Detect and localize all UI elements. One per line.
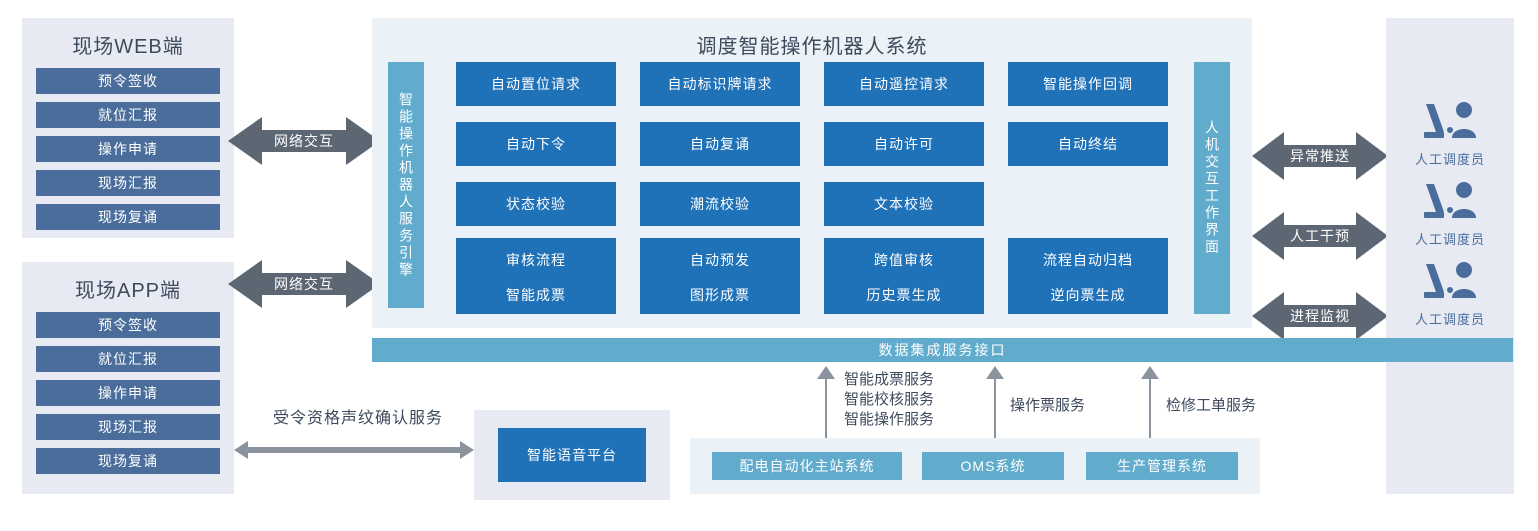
service-label-smart-ticket: 智能成票服务 智能校核服务 智能操作服务 (844, 371, 935, 428)
capability-cell[interactable]: 流程自动归档 (1008, 238, 1168, 282)
web-item-0[interactable]: 预令签收 (36, 68, 220, 94)
operator-label: 人工调度员 (1414, 152, 1485, 167)
robot-system-title: 调度智能操作机器人系统 (696, 36, 928, 58)
data-integration-interface-bar: 数据集成服务接口 (372, 338, 1513, 362)
app-item-4[interactable]: 现场复诵 (36, 448, 220, 474)
web-item-4[interactable]: 现场复诵 (36, 204, 220, 230)
operator-at-desk-icon (1424, 262, 1476, 298)
panel-field-app: 现场APP端 预令签收 就位汇报 操作申请 现场汇报 现场复诵 (22, 262, 234, 494)
arrow-voice-confirmation (234, 440, 474, 465)
operator-0: 人工调度员 (1386, 100, 1514, 168)
capability-cell[interactable]: 自动下令 (456, 122, 616, 166)
panel-robot-system: 调度智能操作机器人系统 智能操作机器人服务引擎 人机交互工作界面 自动置位请求 … (372, 18, 1252, 328)
arrow-smart-ticket-services (816, 366, 836, 469)
panel-field-web: 现场WEB端 预令签收 就位汇报 操作申请 现场汇报 现场复诵 (22, 18, 234, 238)
arrow-operation-ticket-service (985, 366, 1005, 469)
panel-operators (1386, 18, 1514, 494)
capability-cell[interactable]: 智能操作回调 (1008, 62, 1168, 106)
vertical-double-arrow-icon (1141, 366, 1159, 464)
external-system-2[interactable]: 生产管理系统 (1086, 452, 1238, 480)
capability-cell[interactable]: 潮流校验 (640, 182, 800, 226)
arrow-manual-intervention: 人工干预 (1252, 208, 1388, 264)
capability-cell[interactable]: 自动终结 (1008, 122, 1168, 166)
arrow-network-interaction-app: 网络交互 (228, 256, 380, 312)
panel-field-app-title: 现场APP端 (74, 280, 182, 302)
service-label-operation-ticket: 操作票服务 (1010, 397, 1086, 414)
arrow-network-interaction-web: 网络交互 (228, 113, 380, 169)
operator-label: 人工调度员 (1414, 232, 1485, 247)
capability-cell[interactable]: 文本校验 (824, 182, 984, 226)
external-system-0[interactable]: 配电自动化主站系统 (712, 452, 902, 480)
capability-cell[interactable]: 逆向票生成 (1008, 276, 1168, 314)
arrow-exception-push: 异常推送 (1252, 128, 1388, 184)
capability-cell[interactable]: 智能成票 (456, 276, 616, 314)
capability-cell[interactable]: 自动许可 (824, 122, 984, 166)
double-arrow-icon (1252, 212, 1388, 260)
app-item-1[interactable]: 就位汇报 (36, 346, 220, 372)
capability-cell[interactable]: 审核流程 (456, 238, 616, 282)
operator-label: 人工调度员 (1414, 312, 1485, 327)
capability-cell[interactable]: 自动预发 (640, 238, 800, 282)
capability-cell[interactable]: 状态校验 (456, 182, 616, 226)
operator-2: 人工调度员 (1386, 260, 1514, 328)
operator-at-desk-icon (1424, 102, 1476, 138)
capability-cell[interactable]: 自动标识牌请求 (640, 62, 800, 106)
arrow-maintenance-order-service (1140, 366, 1160, 469)
voice-arrow-label: 受令资格声纹确认服务 (272, 410, 443, 427)
voice-platform-box[interactable]: 智能语音平台 (498, 428, 646, 482)
capability-cell[interactable]: 自动复诵 (640, 122, 800, 166)
double-arrow-icon (228, 117, 380, 165)
vbar-service-engine: 智能操作机器人服务引擎 (388, 62, 424, 308)
app-item-2[interactable]: 操作申请 (36, 380, 220, 406)
vbar-human-machine-interface: 人机交互工作界面 (1194, 62, 1230, 314)
vertical-double-arrow-icon (817, 366, 835, 464)
panel-field-web-title: 现场WEB端 (72, 36, 184, 58)
web-item-2[interactable]: 操作申请 (36, 136, 220, 162)
capability-cell[interactable]: 历史票生成 (824, 276, 984, 314)
web-item-1[interactable]: 就位汇报 (36, 102, 220, 128)
double-arrow-icon (1252, 292, 1388, 340)
operator-at-desk-icon (1424, 182, 1476, 218)
double-arrow-icon (228, 260, 380, 308)
horizontal-double-arrow-icon (234, 441, 474, 459)
service-label-maintenance-order: 检修工单服务 (1166, 397, 1257, 414)
operator-1: 人工调度员 (1386, 180, 1514, 248)
capability-cell[interactable]: 自动遥控请求 (824, 62, 984, 106)
capability-cell[interactable]: 自动置位请求 (456, 62, 616, 106)
app-item-0[interactable]: 预令签收 (36, 312, 220, 338)
double-arrow-icon (1252, 132, 1388, 180)
capability-cell[interactable]: 跨值审核 (824, 238, 984, 282)
arrow-process-monitor: 进程监视 (1252, 288, 1388, 344)
external-system-1[interactable]: OMS系统 (922, 452, 1064, 480)
web-item-3[interactable]: 现场汇报 (36, 170, 220, 196)
capability-cell[interactable]: 图形成票 (640, 276, 800, 314)
vertical-double-arrow-icon (986, 366, 1004, 464)
app-item-3[interactable]: 现场汇报 (36, 414, 220, 440)
